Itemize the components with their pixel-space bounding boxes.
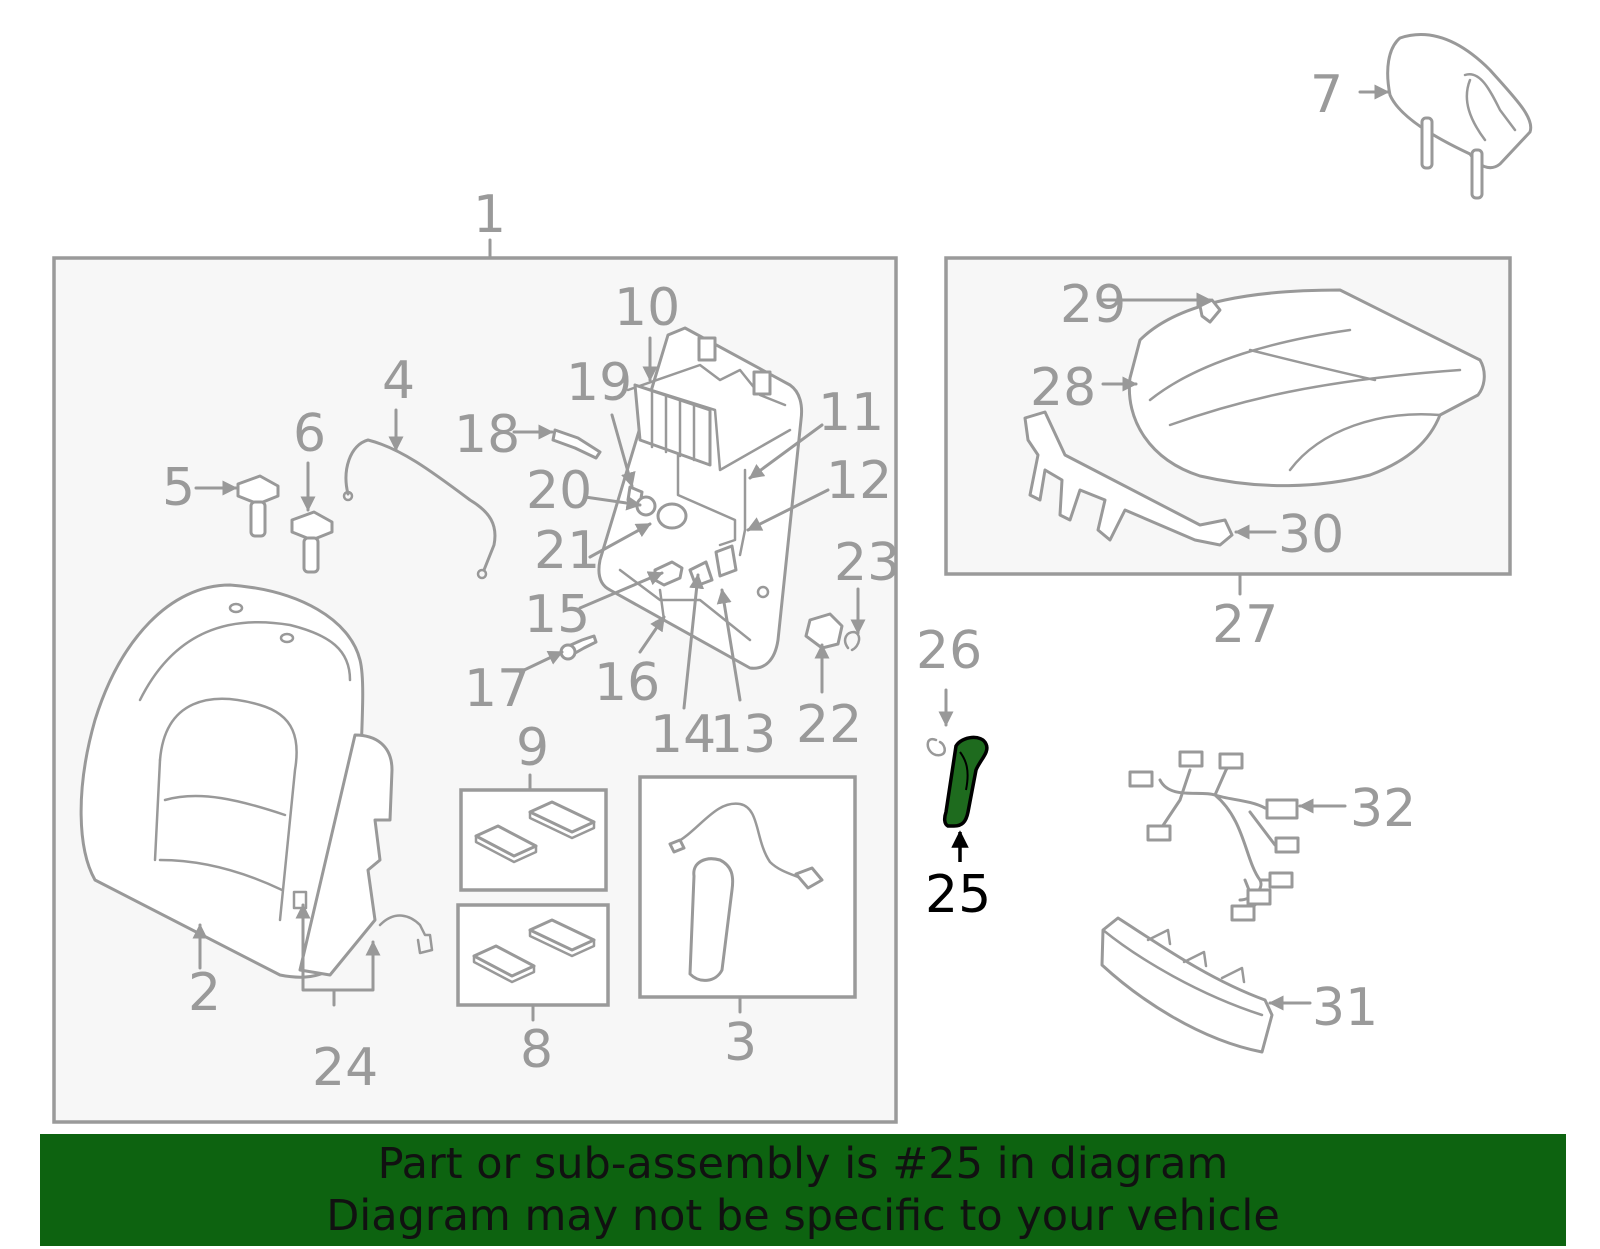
part-info-banner: Part or sub-assembly is #25 in diagram D… <box>40 1134 1566 1246</box>
callout-29[interactable]: 29 <box>1060 275 1126 335</box>
callout-12[interactable]: 12 <box>826 451 892 511</box>
pad-set-9 <box>474 800 596 864</box>
callout-31[interactable]: 31 <box>1312 978 1378 1038</box>
callout-10[interactable]: 10 <box>614 278 680 338</box>
callout-13[interactable]: 13 <box>710 705 776 765</box>
callout-21[interactable]: 21 <box>534 521 600 581</box>
callout-24[interactable]: 24 <box>312 1038 378 1098</box>
headrest <box>1386 33 1533 200</box>
callout-15[interactable]: 15 <box>524 585 590 645</box>
callout-8[interactable]: 8 <box>520 1020 553 1080</box>
callout-28[interactable]: 28 <box>1030 358 1096 418</box>
wire-harness-32 <box>1128 750 1300 922</box>
callout-19[interactable]: 19 <box>566 353 632 413</box>
callout-labels: 1 2 3 4 5 6 7 8 9 10 11 12 13 14 15 16 1… <box>162 65 1416 1098</box>
airbag-module-3-box <box>638 775 857 999</box>
clip-26 <box>926 737 946 757</box>
leader-lines-main <box>192 336 866 1007</box>
callout-25[interactable]: 25 <box>925 865 991 925</box>
wire-rod-4 <box>344 438 497 572</box>
callout-17[interactable]: 17 <box>464 659 530 719</box>
seat-frame-bracket-30 <box>1023 410 1234 547</box>
callout-30[interactable]: 30 <box>1278 505 1344 565</box>
knob-21 <box>656 502 688 530</box>
headrest-guide-6 <box>290 510 334 574</box>
callout-9[interactable]: 9 <box>516 718 549 778</box>
bolt-18 <box>551 428 602 460</box>
seat-back-cover <box>79 583 434 979</box>
callout-20[interactable]: 20 <box>526 461 592 521</box>
banner-line-part-number: Part or sub-assembly is #25 in diagram <box>377 1139 1229 1189</box>
callout-14[interactable]: 14 <box>650 705 716 765</box>
trim-cover-31 <box>1100 916 1274 1054</box>
callout-16[interactable]: 16 <box>594 653 660 713</box>
seat-cushion-assembly-group <box>944 256 1512 596</box>
callout-4[interactable]: 4 <box>382 351 415 411</box>
callout-5[interactable]: 5 <box>162 458 195 518</box>
callout-6[interactable]: 6 <box>293 404 326 464</box>
pad-set-8 <box>472 918 596 984</box>
callout-27[interactable]: 27 <box>1212 595 1278 655</box>
callout-22[interactable]: 22 <box>796 695 862 755</box>
callout-1[interactable]: 1 <box>473 185 506 245</box>
highlighted-part-25[interactable] <box>942 735 989 828</box>
airbag-module-3 <box>668 802 824 982</box>
callout-18[interactable]: 18 <box>454 405 520 465</box>
knob-22 <box>804 612 844 650</box>
callout-3[interactable]: 3 <box>724 1013 757 1073</box>
banner-line-disclaimer: Diagram may not be specific to your vehi… <box>326 1191 1280 1241</box>
callout-11[interactable]: 11 <box>818 383 884 443</box>
callout-32[interactable]: 32 <box>1350 779 1416 839</box>
callout-23[interactable]: 23 <box>834 533 900 593</box>
headrest-guide-5 <box>236 474 280 538</box>
callout-26[interactable]: 26 <box>916 621 982 681</box>
callout-2[interactable]: 2 <box>188 963 221 1023</box>
bracket-13 <box>714 544 738 578</box>
callout-7[interactable]: 7 <box>1310 65 1343 125</box>
seat-back-assembly-group <box>52 238 898 1124</box>
